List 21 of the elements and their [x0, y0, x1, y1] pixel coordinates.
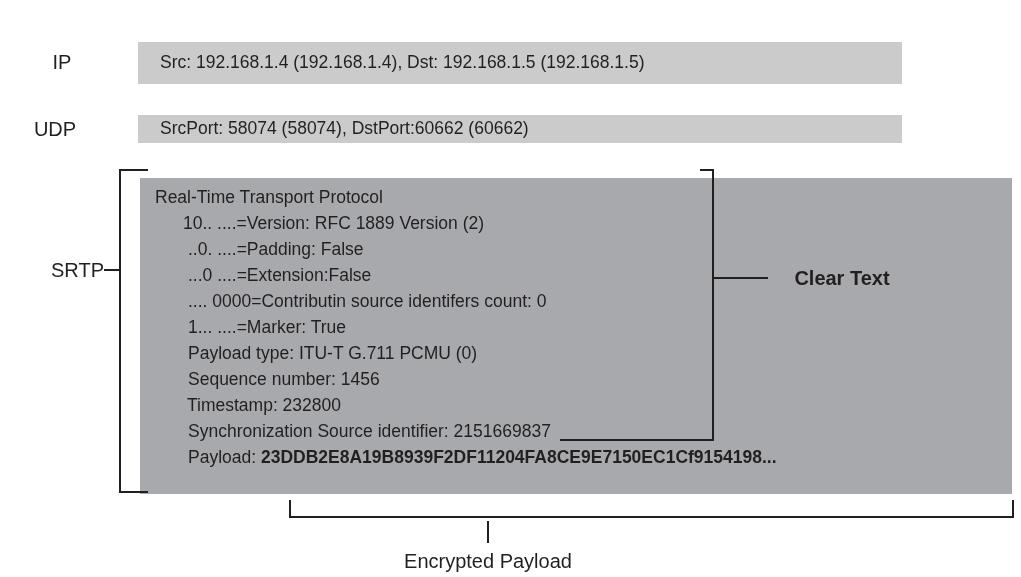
- protocol-label: UDP: [32, 118, 78, 140]
- bracket-label: Encrypted Payload: [403, 550, 573, 572]
- protocol-label: SRTP: [51, 259, 101, 281]
- field-text: Synchronization Source identifier: 2151669837: [188, 422, 551, 442]
- field-text: Payload type: ITU-T G.711 PCMU (0): [188, 344, 478, 364]
- field-text: 10.. ....=Version: RFC 1889 Version (2): [183, 214, 485, 234]
- field-text: 1... ....=Marker: True: [188, 318, 347, 338]
- header-bar: [138, 42, 902, 84]
- field-text: SrcPort: 58074 (58074), DstPort:60662 (60662): [160, 119, 529, 139]
- field-text: .... 0000=Contributin source identifers count: 0: [188, 292, 547, 312]
- header-bar: [138, 115, 902, 143]
- field-text: Real-Time Transport Protocol: [155, 188, 383, 208]
- field-text: ...0 ....=Extension:False: [188, 266, 372, 286]
- field-text: Src: 192.168.1.4 (192.168.1.4), Dst: 192.168.1.5 (192.168.1.5): [160, 53, 645, 73]
- field-text: Payload: 23DDB2E8A19B8939F2DF11204FA8CE9E7150EC1Cf9154198...: [188, 448, 777, 468]
- field-text: ..0. ....=Padding: False: [188, 240, 364, 260]
- packet-panel: [140, 178, 1012, 494]
- field-text: Sequence number: 1456: [188, 370, 380, 390]
- field-text: Timestamp: 232800: [187, 396, 341, 416]
- bracket-label: Clear Text: [793, 267, 891, 289]
- protocol-label: IP: [51, 51, 73, 73]
